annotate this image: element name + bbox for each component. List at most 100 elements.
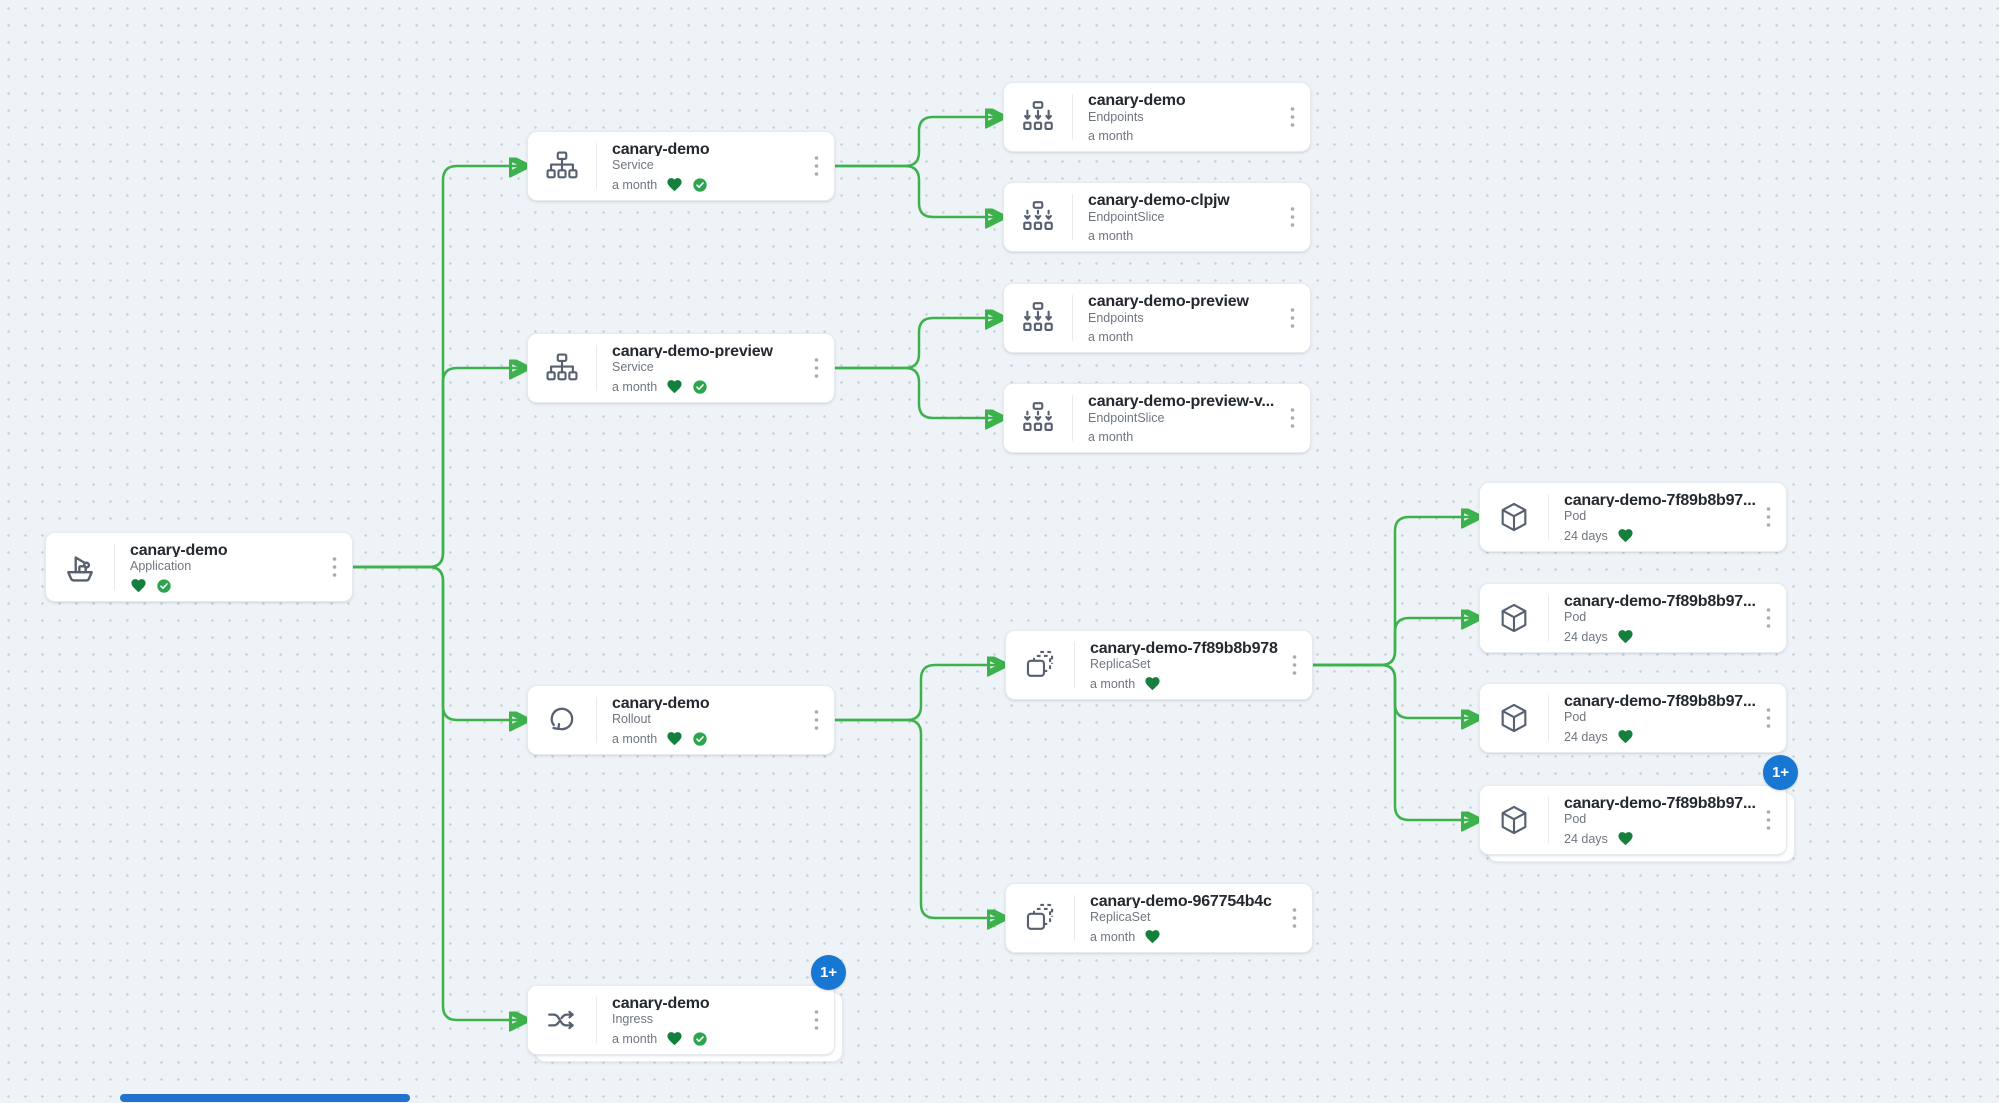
edge-app-to-svc2 [353, 368, 524, 569]
resource-node-service[interactable]: canary-demo-preview Service a month [527, 333, 835, 403]
resource-node-pod[interactable]: canary-demo-7f89b8b97... Pod 24 days 1+ [1479, 755, 1798, 862]
resource-kind: Ingress [612, 1012, 653, 1026]
node-menu-button[interactable] [807, 707, 825, 733]
resource-name: canary-demo-preview [612, 343, 773, 358]
endpoints-icon [1021, 100, 1055, 134]
node-menu-button[interactable] [1759, 705, 1777, 731]
replicaset-icon [1023, 648, 1057, 682]
resource-age: 24 days [1564, 629, 1608, 644]
node-menu-button[interactable] [1283, 204, 1301, 230]
health-heart-icon [1144, 928, 1161, 945]
pod-icon [1497, 601, 1531, 635]
kebab-menu-icon [1766, 708, 1770, 728]
resource-age: a month [1090, 676, 1136, 691]
node-menu-button[interactable] [1759, 504, 1777, 530]
resource-node-service[interactable]: canary-demo Service a month [527, 131, 835, 201]
resource-name: canary-demo-7f89b8b97... [1564, 492, 1756, 507]
node-menu-button[interactable] [1285, 652, 1303, 678]
resource-name: canary-demo-preview [1088, 293, 1249, 310]
pod-icon [1497, 701, 1531, 735]
resource-node-application[interactable]: canary-demo Application [45, 532, 353, 602]
sync-check-icon [692, 177, 708, 193]
resource-node-endpointslice[interactable]: canary-demo-preview-v... EndpointSlice a… [1003, 383, 1311, 453]
service-icon [545, 351, 579, 385]
rollout-icon [545, 703, 579, 737]
health-heart-icon [666, 1030, 683, 1047]
horizontal-scrollbar-thumb[interactable] [120, 1094, 410, 1102]
resource-node-ingress[interactable]: canary-demo Ingress a month 1+ [527, 955, 846, 1062]
resource-name: canary-demo-preview-v... [1088, 393, 1275, 410]
resource-age: a month [1088, 129, 1134, 144]
edge-app-to-rollout [353, 565, 524, 720]
more-items-badge[interactable]: 1+ [1763, 755, 1798, 790]
health-heart-icon [666, 176, 683, 193]
resource-name: canary-demo-7f89b8b97... [1564, 693, 1756, 708]
sync-check-icon [692, 1031, 708, 1047]
endpointslice-icon [1021, 401, 1055, 435]
more-items-badge[interactable]: 1+ [811, 955, 846, 990]
resource-node-pod[interactable]: canary-demo-7f89b8b97... Pod 24 days [1479, 683, 1787, 753]
resource-name: canary-demo [612, 141, 710, 156]
resource-node-pod[interactable]: canary-demo-7f89b8b97... Pod 24 days [1479, 583, 1787, 653]
node-menu-button[interactable] [807, 1007, 825, 1033]
edge-rs1-to-pod1 [1313, 517, 1476, 667]
resource-node-endpoints[interactable]: canary-demo Endpoints a month [1003, 82, 1311, 152]
health-heart-icon [666, 730, 683, 747]
resource-node-pod[interactable]: canary-demo-7f89b8b97... Pod 24 days [1479, 482, 1787, 552]
resource-node-replicaset[interactable]: canary-demo-7f89b8b978 ReplicaSet a mont… [1005, 630, 1313, 700]
kebab-menu-icon [1292, 908, 1296, 928]
resource-node-endpoints[interactable]: canary-demo-preview Endpoints a month [1003, 283, 1311, 353]
resource-age: a month [1088, 330, 1134, 345]
health-heart-icon [130, 577, 147, 594]
replicaset-icon [1023, 901, 1057, 935]
kebab-menu-icon [1766, 810, 1770, 830]
application-icon [61, 548, 99, 586]
health-heart-icon [666, 378, 683, 395]
sync-check-icon [692, 731, 708, 747]
kebab-menu-icon [1290, 308, 1294, 328]
kebab-menu-icon [814, 1010, 818, 1030]
resource-name: canary-demo-7f89b8b978 [1090, 640, 1278, 655]
node-menu-button[interactable] [1283, 104, 1301, 130]
edge-svc2-to-eps2 [835, 366, 1000, 418]
resource-node-replicaset[interactable]: canary-demo-967754b4c ReplicaSet a month [1005, 883, 1313, 953]
node-menu-button[interactable] [325, 554, 343, 580]
resource-age: a month [1088, 430, 1134, 445]
health-heart-icon [1617, 628, 1634, 645]
resource-age: 24 days [1564, 729, 1608, 744]
pod-icon [1497, 500, 1531, 534]
resource-name: canary-demo [612, 695, 710, 710]
edge-rollout-to-rs2 [835, 718, 1002, 918]
resource-name: canary-demo-clpjw [1088, 192, 1230, 209]
kebab-menu-icon [814, 358, 818, 378]
kebab-menu-icon [814, 156, 818, 176]
resource-kind: Pod [1564, 509, 1587, 523]
node-menu-button[interactable] [1759, 807, 1777, 833]
node-menu-button[interactable] [1283, 405, 1301, 431]
node-menu-button[interactable] [1285, 905, 1303, 931]
resource-kind: Service [612, 158, 654, 172]
resource-kind: Endpoints [1088, 110, 1144, 125]
resource-kind: ReplicaSet [1090, 657, 1151, 671]
endpoints-icon [1021, 301, 1055, 335]
edge-rs1-to-pod4 [1313, 663, 1476, 820]
node-menu-button[interactable] [807, 153, 825, 179]
resource-age: a month [612, 1031, 658, 1046]
resource-name: canary-demo-7f89b8b97... [1564, 795, 1756, 810]
node-menu-button[interactable] [1283, 305, 1301, 331]
resource-node-rollout[interactable]: canary-demo Rollout a month [527, 685, 835, 755]
resource-node-endpointslice[interactable]: canary-demo-clpjw EndpointSlice a month [1003, 182, 1311, 252]
resource-name: canary-demo-7f89b8b97... [1564, 593, 1756, 608]
edge-svc2-to-ep2 [835, 318, 1000, 370]
ingress-icon [545, 1003, 579, 1037]
edge-rollout-to-rs1 [835, 665, 1002, 722]
node-menu-button[interactable] [807, 355, 825, 381]
node-menu-button[interactable] [1759, 605, 1777, 631]
kebab-menu-icon [1292, 655, 1296, 675]
resource-age: a month [612, 177, 658, 192]
resource-name: canary-demo [612, 995, 710, 1010]
sync-check-icon [692, 379, 708, 395]
kebab-menu-icon [1290, 107, 1294, 127]
resource-kind: Endpoints [1088, 311, 1144, 326]
